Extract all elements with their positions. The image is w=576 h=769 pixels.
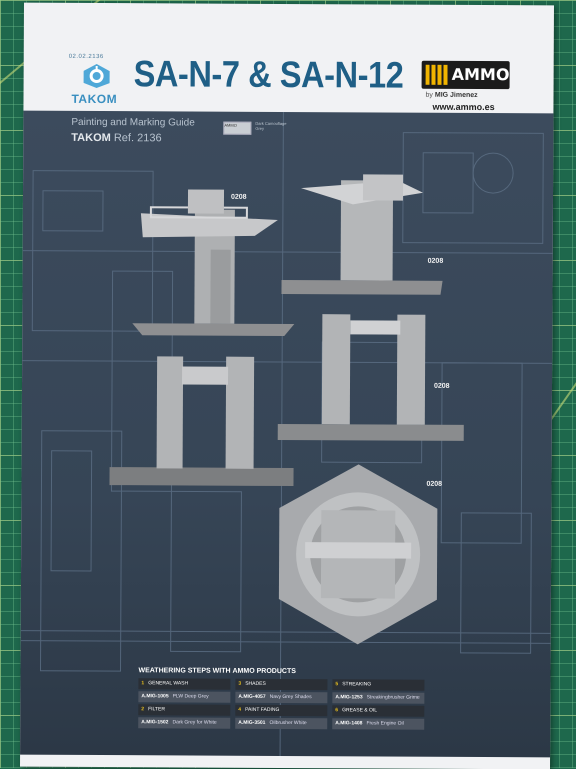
- product-code: A.MIG-1408: [335, 720, 363, 727]
- step-number: 2: [141, 706, 145, 713]
- turret-front-view-1: [109, 356, 294, 487]
- paint-code: 0208: [230, 193, 247, 201]
- paint-code: 0208: [427, 257, 444, 265]
- paint-code: 0208: [433, 382, 450, 390]
- step-number: 6: [335, 707, 339, 714]
- guide-title: Painting and Marking Guide: [71, 116, 195, 129]
- ammo-brand: AMMO: [451, 64, 510, 85]
- paint-code: 0208: [426, 480, 443, 488]
- panel-ref: Ref. 2136: [113, 132, 162, 145]
- product-name: PLW Deep Grey: [172, 693, 209, 700]
- weathering-title: WEATHERING STEPS WITH AMMO PRODUCTS: [138, 667, 538, 676]
- ammo-stripes-icon: [425, 64, 448, 85]
- sheet-header: 02.02.2136 TAKOM SA-N-7 & SA-N-12 AMMO b…: [23, 3, 554, 114]
- turret-top-view: [278, 464, 438, 645]
- blueprint-background-drawing: [20, 111, 553, 756]
- product-code: A.MIG-1253: [335, 694, 363, 701]
- product-name: Navy Grey Shades: [269, 693, 312, 701]
- ammo-logo: AMMO: [421, 60, 510, 90]
- product-code: A.MIG-1502: [141, 719, 169, 726]
- step-number: 5: [335, 681, 339, 688]
- takom-logo-icon: [83, 63, 110, 88]
- step-number: 3: [238, 680, 242, 687]
- by-prefix: by: [425, 91, 433, 99]
- page-title: SA-N-7 & SA-N-12: [133, 53, 404, 96]
- step-label: PAINT FADING: [245, 706, 280, 713]
- weathering-title-brand: AMMO: [232, 667, 255, 675]
- product-name: Streakingbrusher Grime: [366, 694, 420, 701]
- weathering-title-suffix: PRODUCTS: [256, 667, 296, 676]
- blueprint-panel: Painting and Marking Guide TAKOM Ref. 21…: [20, 110, 554, 758]
- turret-side-view-2: [281, 174, 443, 295]
- color-swatch: AMMO: [223, 121, 252, 135]
- kit-reference: 02.02.2136: [68, 53, 104, 61]
- product-name: Fresh Engine Oil: [366, 720, 404, 727]
- step-number: 4: [238, 706, 242, 713]
- step-label: GREASE & OIL: [342, 707, 378, 714]
- takom-brand: TAKOM: [71, 91, 118, 107]
- product-name: Dark Grey for White: [172, 719, 217, 726]
- product-code: A.MIG-1005: [141, 693, 169, 700]
- product-name: Oilbrusher White: [269, 719, 307, 727]
- turret-front-view-2: [277, 314, 464, 441]
- product-code: A.MIG-4057: [238, 693, 266, 700]
- step-label: GENERAL WASH: [148, 680, 189, 687]
- by-name: MIG Jimenez: [434, 91, 478, 99]
- turret-side-view-1: [132, 189, 295, 336]
- step-label: STREAKING: [342, 681, 372, 688]
- step-label: SHADES: [245, 680, 266, 687]
- panel-brand: TAKOM: [71, 131, 111, 145]
- product-code: A.MIG-3501: [238, 719, 266, 726]
- instruction-sheet: 02.02.2136 TAKOM SA-N-7 & SA-N-12 AMMO b…: [20, 2, 554, 769]
- step-label: FILTER: [148, 706, 165, 713]
- weathering-title-prefix: WEATHERING STEPS WITH: [138, 667, 231, 675]
- by-line: by MIG Jimenez: [426, 92, 478, 99]
- step-number: 1: [141, 680, 145, 687]
- swatch-note: Dark Camouflage Grey: [255, 120, 287, 131]
- panel-brand-ref: TAKOM Ref. 2136: [71, 132, 161, 144]
- website-url: www.ammo.es: [432, 101, 495, 113]
